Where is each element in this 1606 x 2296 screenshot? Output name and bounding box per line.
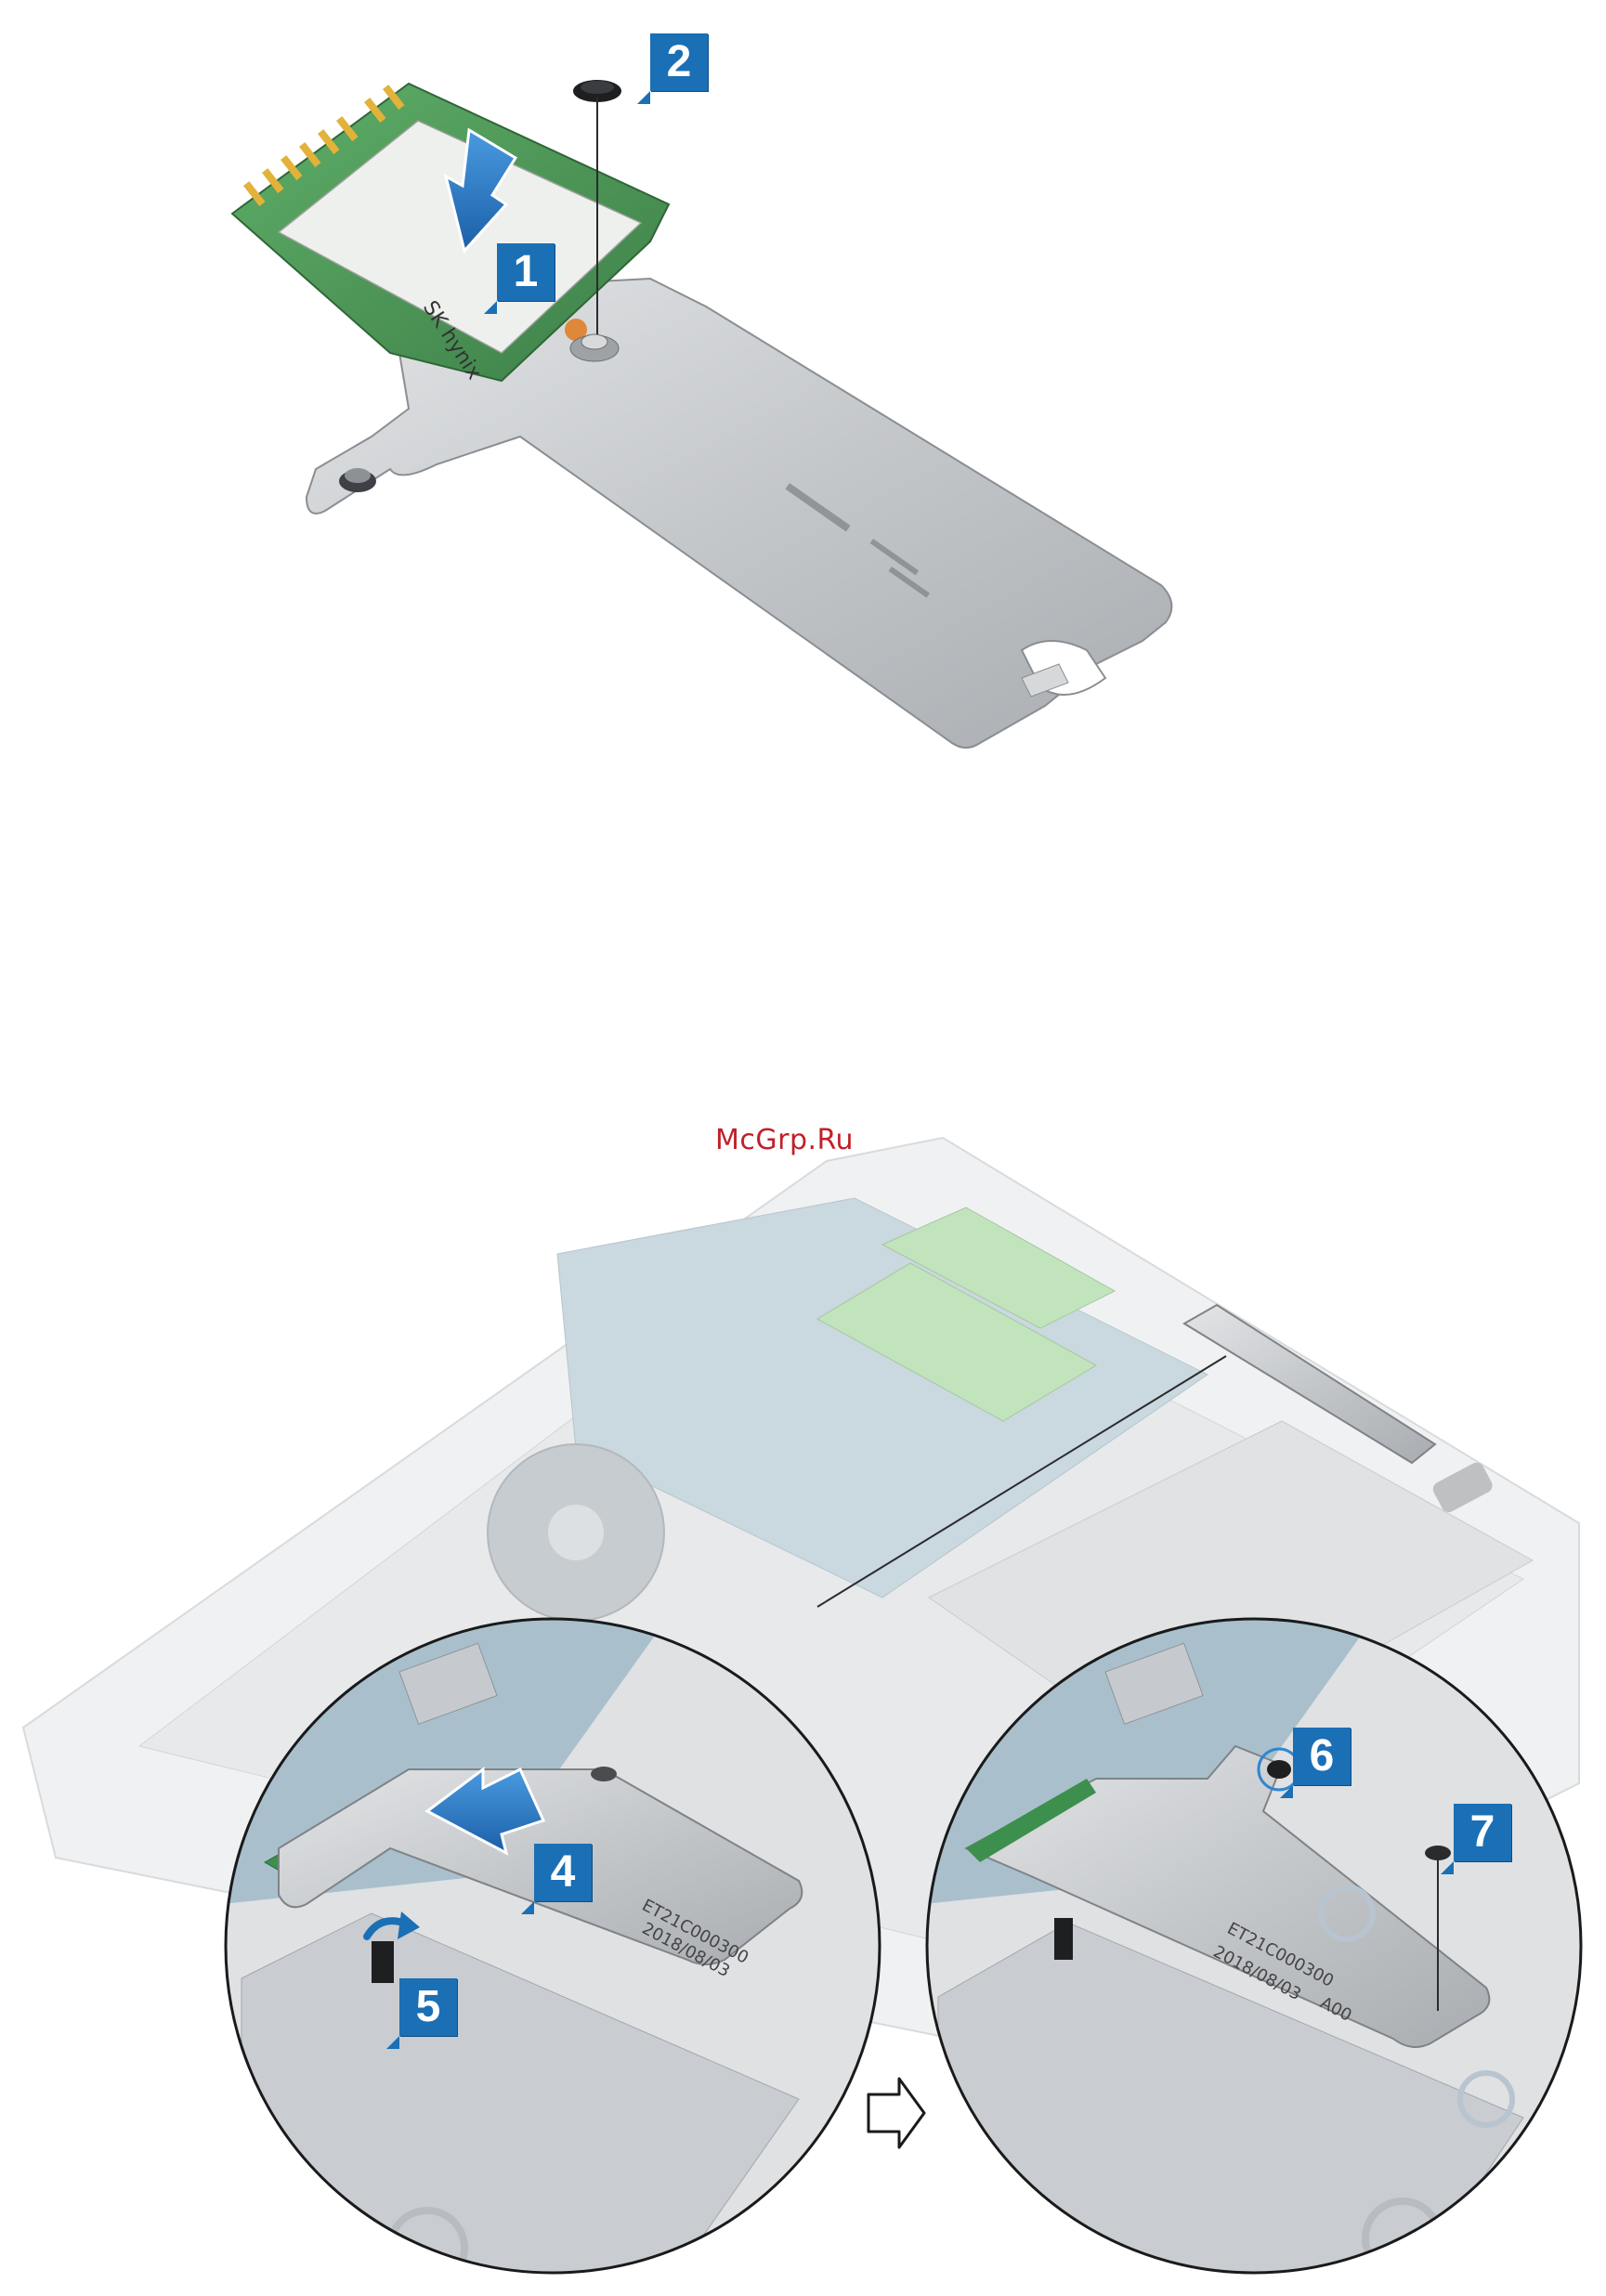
ssd-bracket-assembly: SK hynix — [232, 84, 1171, 748]
callout-step-5: 5 — [399, 1978, 457, 2036]
callout-step-2: 2 — [650, 33, 708, 91]
callout-step-1: 1 — [497, 243, 555, 301]
callout-step-7: 7 — [1454, 1804, 1511, 1861]
watermark-text: McGrp.Ru — [715, 1124, 854, 1156]
callout-step-4: 4 — [534, 1844, 592, 1901]
callout-step-6: 6 — [1293, 1728, 1351, 1785]
next-step-arrow-icon — [868, 2079, 924, 2147]
